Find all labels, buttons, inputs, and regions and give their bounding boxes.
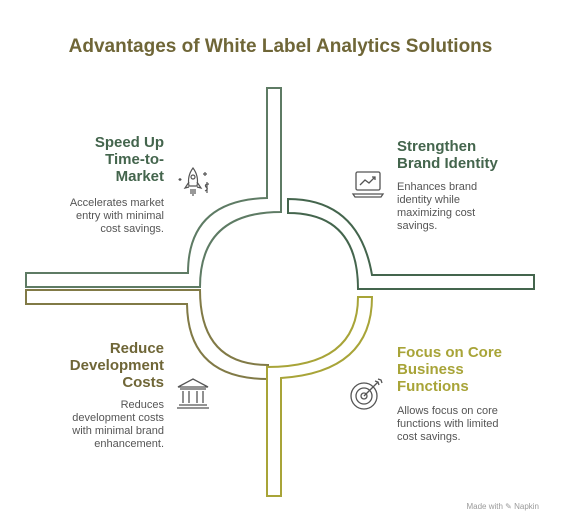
reduce-costs-description: Reduces development costs with minimal b… (72, 399, 164, 450)
reduce-costs-heading: Reduce Development Costs (69, 340, 164, 391)
page-title: Advantages of White Label Analytics Solu… (68, 36, 493, 57)
top-right-arc-segment (287, 197, 535, 290)
top-left-arc-segment (25, 87, 282, 288)
napkin-credit: Made with ✎ Napkin (466, 502, 539, 511)
strengthen-brand-heading: Strengthen Brand Identity (397, 138, 498, 172)
strengthen-brand-description: Enhances brand identity while maximizing… (397, 181, 478, 232)
rocket-icon (178, 166, 210, 196)
focus-core-heading: Focus on Core Business Functions (397, 344, 503, 395)
focus-core-description: Allows focus on core functions with limi… (397, 405, 499, 443)
bottom-right-arc-segment (266, 296, 374, 497)
speed-up-description: Accelerates market entry with minimal co… (69, 197, 164, 235)
napkin-logo-icon: ✎ (505, 502, 512, 511)
laptop-chart-icon (351, 171, 385, 198)
speed-up-heading: Speed Up Time-to- Market (94, 134, 164, 185)
target-icon (350, 378, 383, 410)
bank-building-icon (177, 378, 209, 409)
